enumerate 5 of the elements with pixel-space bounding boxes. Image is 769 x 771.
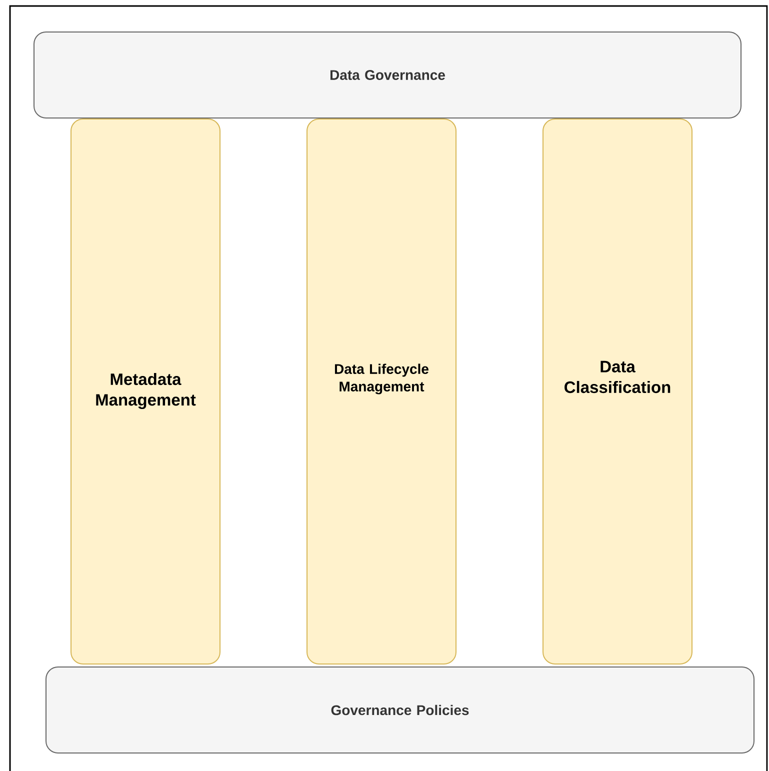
base-band: Governance Policies (46, 666, 754, 754)
base-band: Data Governance (34, 32, 742, 118)
pillar-box: Data Classification (542, 118, 692, 664)
pillar-box: Data Lifecycle Management (306, 118, 456, 664)
pillar-box: Metadata Management (70, 118, 220, 664)
